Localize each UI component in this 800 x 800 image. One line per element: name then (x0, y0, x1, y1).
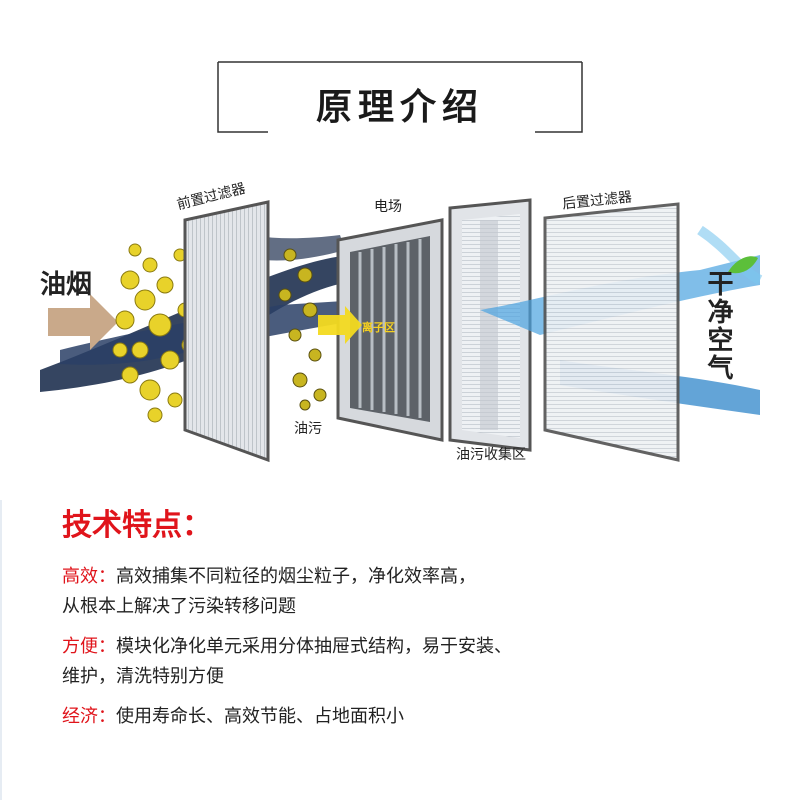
feature-key: 经济： (62, 706, 116, 727)
feature-text: 高效捕集不同粒径的烟尘粒子，净化效率高， (116, 566, 476, 587)
electric-field-block (318, 218, 444, 442)
label-oil-dirt: 油污 (294, 421, 322, 437)
diagram-graphic (40, 198, 763, 463)
feature-key: 高效： (62, 566, 116, 587)
features-section: 技术特点： 高效：高效捕集不同粒径的烟尘粒子，净化效率高， 从根本上解决了污染转… (62, 500, 782, 742)
oil-collection-block (448, 198, 532, 452)
label-electric-field: 电场 (374, 199, 402, 215)
page-title: 原理介绍 (315, 87, 484, 128)
feature-text: 维护，清洗特别方便 (62, 666, 224, 687)
feature-text: 从根本上解决了污染转移问题 (62, 596, 296, 617)
label-ion-zone: 离子区 (362, 321, 395, 334)
feature-item: 经济：使用寿命长、高效节能、占地面积小 (62, 702, 782, 732)
feature-key: 方便： (62, 636, 116, 657)
pre-filter-panel (183, 200, 270, 463)
post-filter-panel (543, 202, 680, 462)
label-oil-collection-zone: 油污收集区 (456, 447, 526, 463)
title-frame (217, 61, 583, 133)
left-divider (0, 500, 2, 800)
feature-text: 模块化净化单元采用分体抽屉式结构，易于安装、 (116, 636, 512, 657)
feature-item: 高效：高效捕集不同粒径的烟尘粒子，净化效率高， 从根本上解决了污染转移问题 (62, 562, 782, 622)
label-clean-air: 干净空气 (703, 270, 733, 382)
leaf-icon (728, 256, 758, 274)
feature-item: 方便：模块化净化单元采用分体抽屉式结构，易于安装、 维护，清洗特别方便 (62, 632, 782, 692)
purification-diagram: 油烟 前置过滤器 电场 离子区 油污 油污收集区 后置过滤器 干净空气 (0, 160, 800, 480)
features-heading: 技术特点： (62, 508, 212, 543)
oil-particles (112, 243, 202, 423)
smoke-arrow (48, 294, 118, 350)
label-smoke: 油烟 (40, 270, 93, 300)
oil-dirt-particles (278, 248, 327, 411)
feature-text: 使用寿命长、高效节能、占地面积小 (116, 706, 404, 727)
